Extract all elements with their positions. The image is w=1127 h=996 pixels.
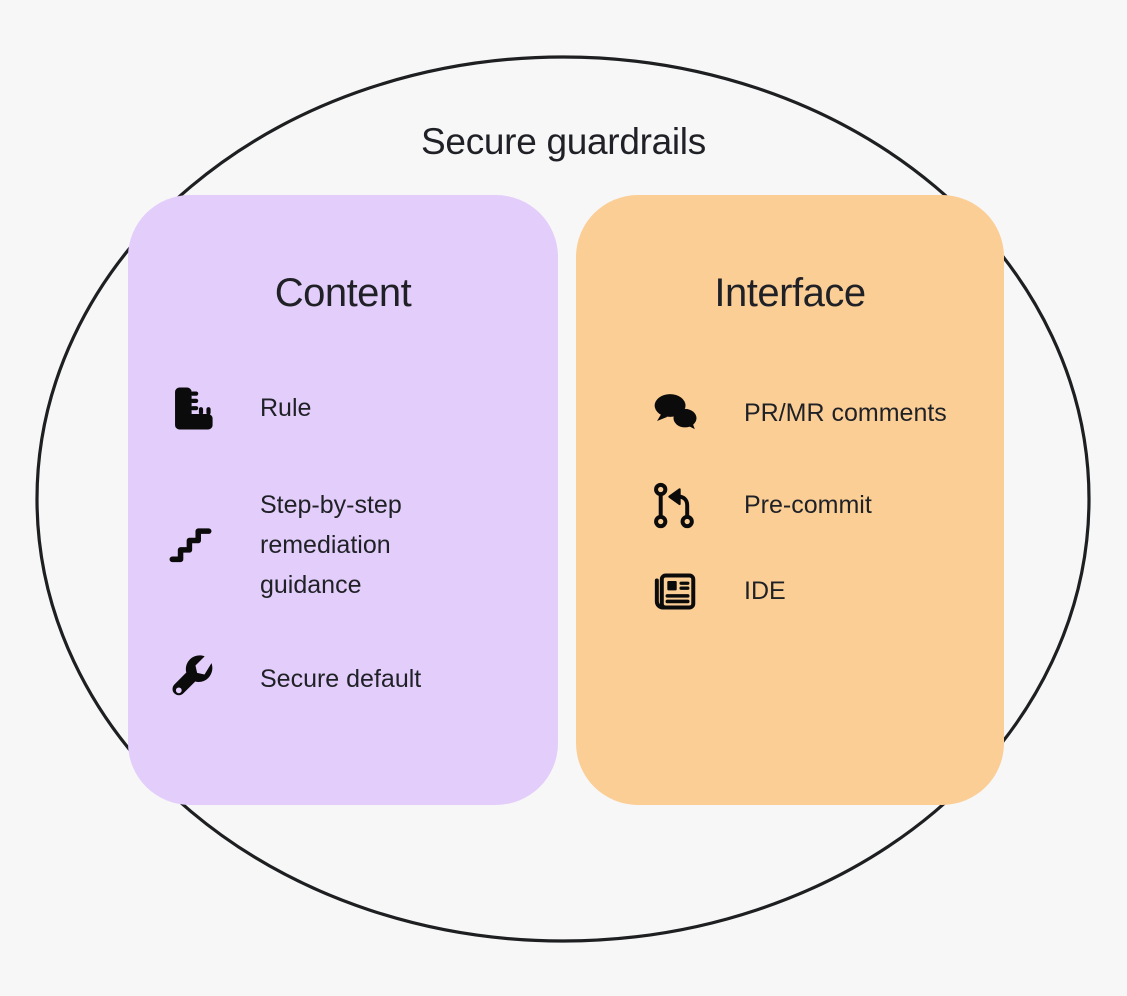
item-label: Rule [260, 394, 312, 422]
content-card-title: Content [274, 271, 412, 315]
item-label: Step-by-step remediation guidance [260, 491, 402, 599]
list-item: Rule [162, 380, 311, 436]
interface-card: Interface PR/MR comments [576, 195, 1004, 805]
list-item: Pre-commit [646, 477, 872, 533]
item-label: IDE [744, 577, 786, 605]
list-item: PR/MR comments [646, 385, 947, 441]
git-pull-request-icon [646, 477, 702, 533]
newspaper-icon [646, 563, 702, 619]
wrench-icon [162, 651, 218, 707]
stairs-icon [162, 517, 218, 573]
list-item: IDE [646, 563, 786, 619]
item-label: PR/MR comments [744, 399, 947, 427]
diagram-title: Secure guardrails [421, 121, 706, 162]
list-item: Secure default [162, 651, 421, 707]
list-item: Step-by-step remediation guidance [162, 485, 465, 605]
item-label: Secure default [260, 665, 422, 693]
ruler-icon [162, 380, 218, 436]
comments-icon [646, 385, 702, 441]
item-label: Pre-commit [744, 491, 872, 519]
content-card: Content Rule Step-by-step reme [128, 195, 558, 805]
interface-card-title: Interface [714, 271, 866, 315]
